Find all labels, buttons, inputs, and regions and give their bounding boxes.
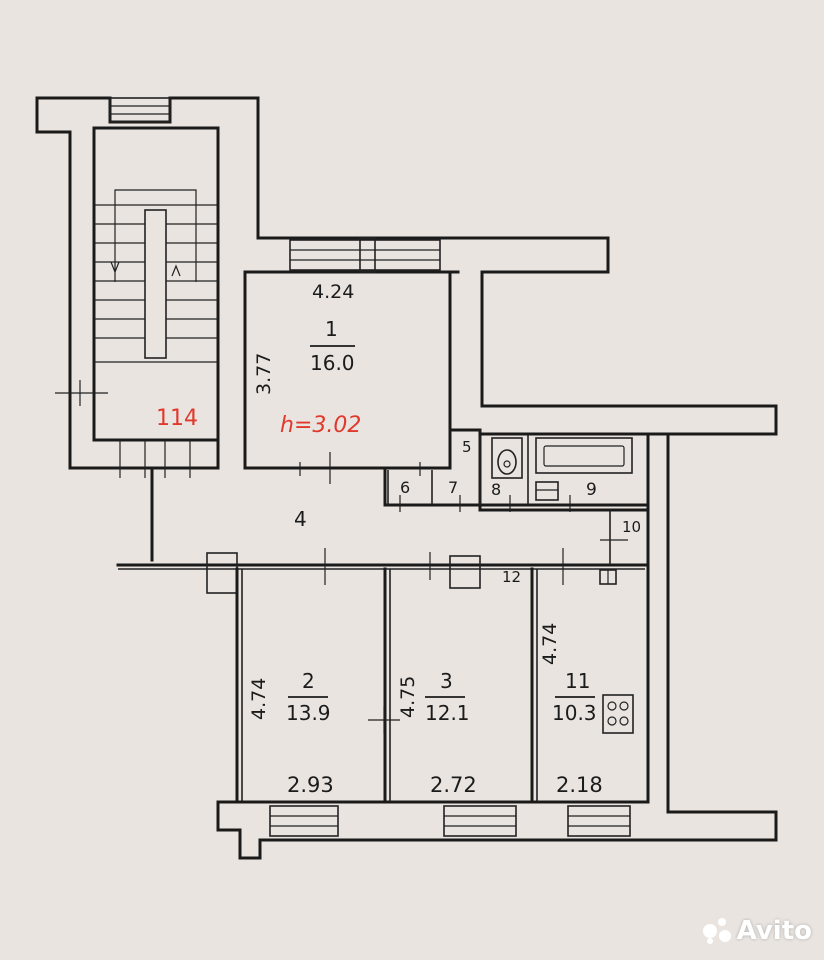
staircase-window — [109, 97, 171, 123]
room-2-width-label: 2.93 — [287, 773, 334, 797]
door-marks-room-1 — [299, 452, 421, 484]
room-2-area-label: 13.9 — [286, 701, 331, 725]
bottom-rooms-walls — [216, 432, 778, 860]
door-mark-room-3 — [368, 706, 400, 734]
room-5-label: 5 — [462, 438, 472, 456]
bottom-windows — [269, 805, 631, 837]
avito-logo-icon — [701, 916, 733, 946]
ventilation-shaft-icon — [206, 552, 481, 594]
room-1-width-label: 4.24 — [312, 281, 354, 303]
room-1-window — [289, 237, 441, 273]
hallway-walls — [116, 428, 650, 570]
entrance-marks — [55, 380, 191, 478]
sink-icon — [535, 481, 559, 501]
ceiling-height-label: h=3.02 — [280, 413, 361, 438]
room-11-number-label: 11 — [565, 669, 590, 693]
room-10-label: 10 — [622, 518, 641, 536]
room-9-label: 9 — [586, 480, 597, 500]
room-8-label: 8 — [491, 480, 501, 499]
room-11-width-label: 2.18 — [556, 773, 603, 797]
small-sink-icon — [599, 569, 617, 585]
room-2-number-label: 2 — [302, 669, 315, 693]
room-3-width-label: 2.72 — [430, 773, 477, 797]
bathtub-icon — [535, 437, 633, 474]
room-6-label: 6 — [400, 478, 410, 497]
avito-watermark: Avito — [701, 916, 812, 946]
room-2-length-label: 4.74 — [248, 678, 270, 720]
avito-watermark-text: Avito — [736, 916, 812, 946]
room-1-number-label: 1 — [325, 317, 338, 341]
stair-steps — [94, 189, 218, 363]
room-1-area-label: 16.0 — [310, 351, 355, 375]
stair-number-label: 114 — [156, 406, 198, 431]
room-3-length-label: 4.75 — [397, 676, 419, 718]
room-11-area-label: 10.3 — [552, 701, 597, 725]
toilet-icon — [491, 437, 523, 479]
room-3-number-label: 3 — [440, 669, 453, 693]
room-3-area-label: 12.1 — [425, 701, 470, 725]
room-12-label: 12 — [502, 568, 521, 586]
room-7-label: 7 — [448, 478, 458, 497]
room-4-label: 4 — [294, 507, 307, 531]
room-11-length-label: 4.74 — [539, 623, 561, 665]
room-1-length-label: 3.77 — [253, 353, 275, 395]
stove-icon — [602, 694, 634, 734]
door-marks-hallway — [324, 495, 628, 585]
